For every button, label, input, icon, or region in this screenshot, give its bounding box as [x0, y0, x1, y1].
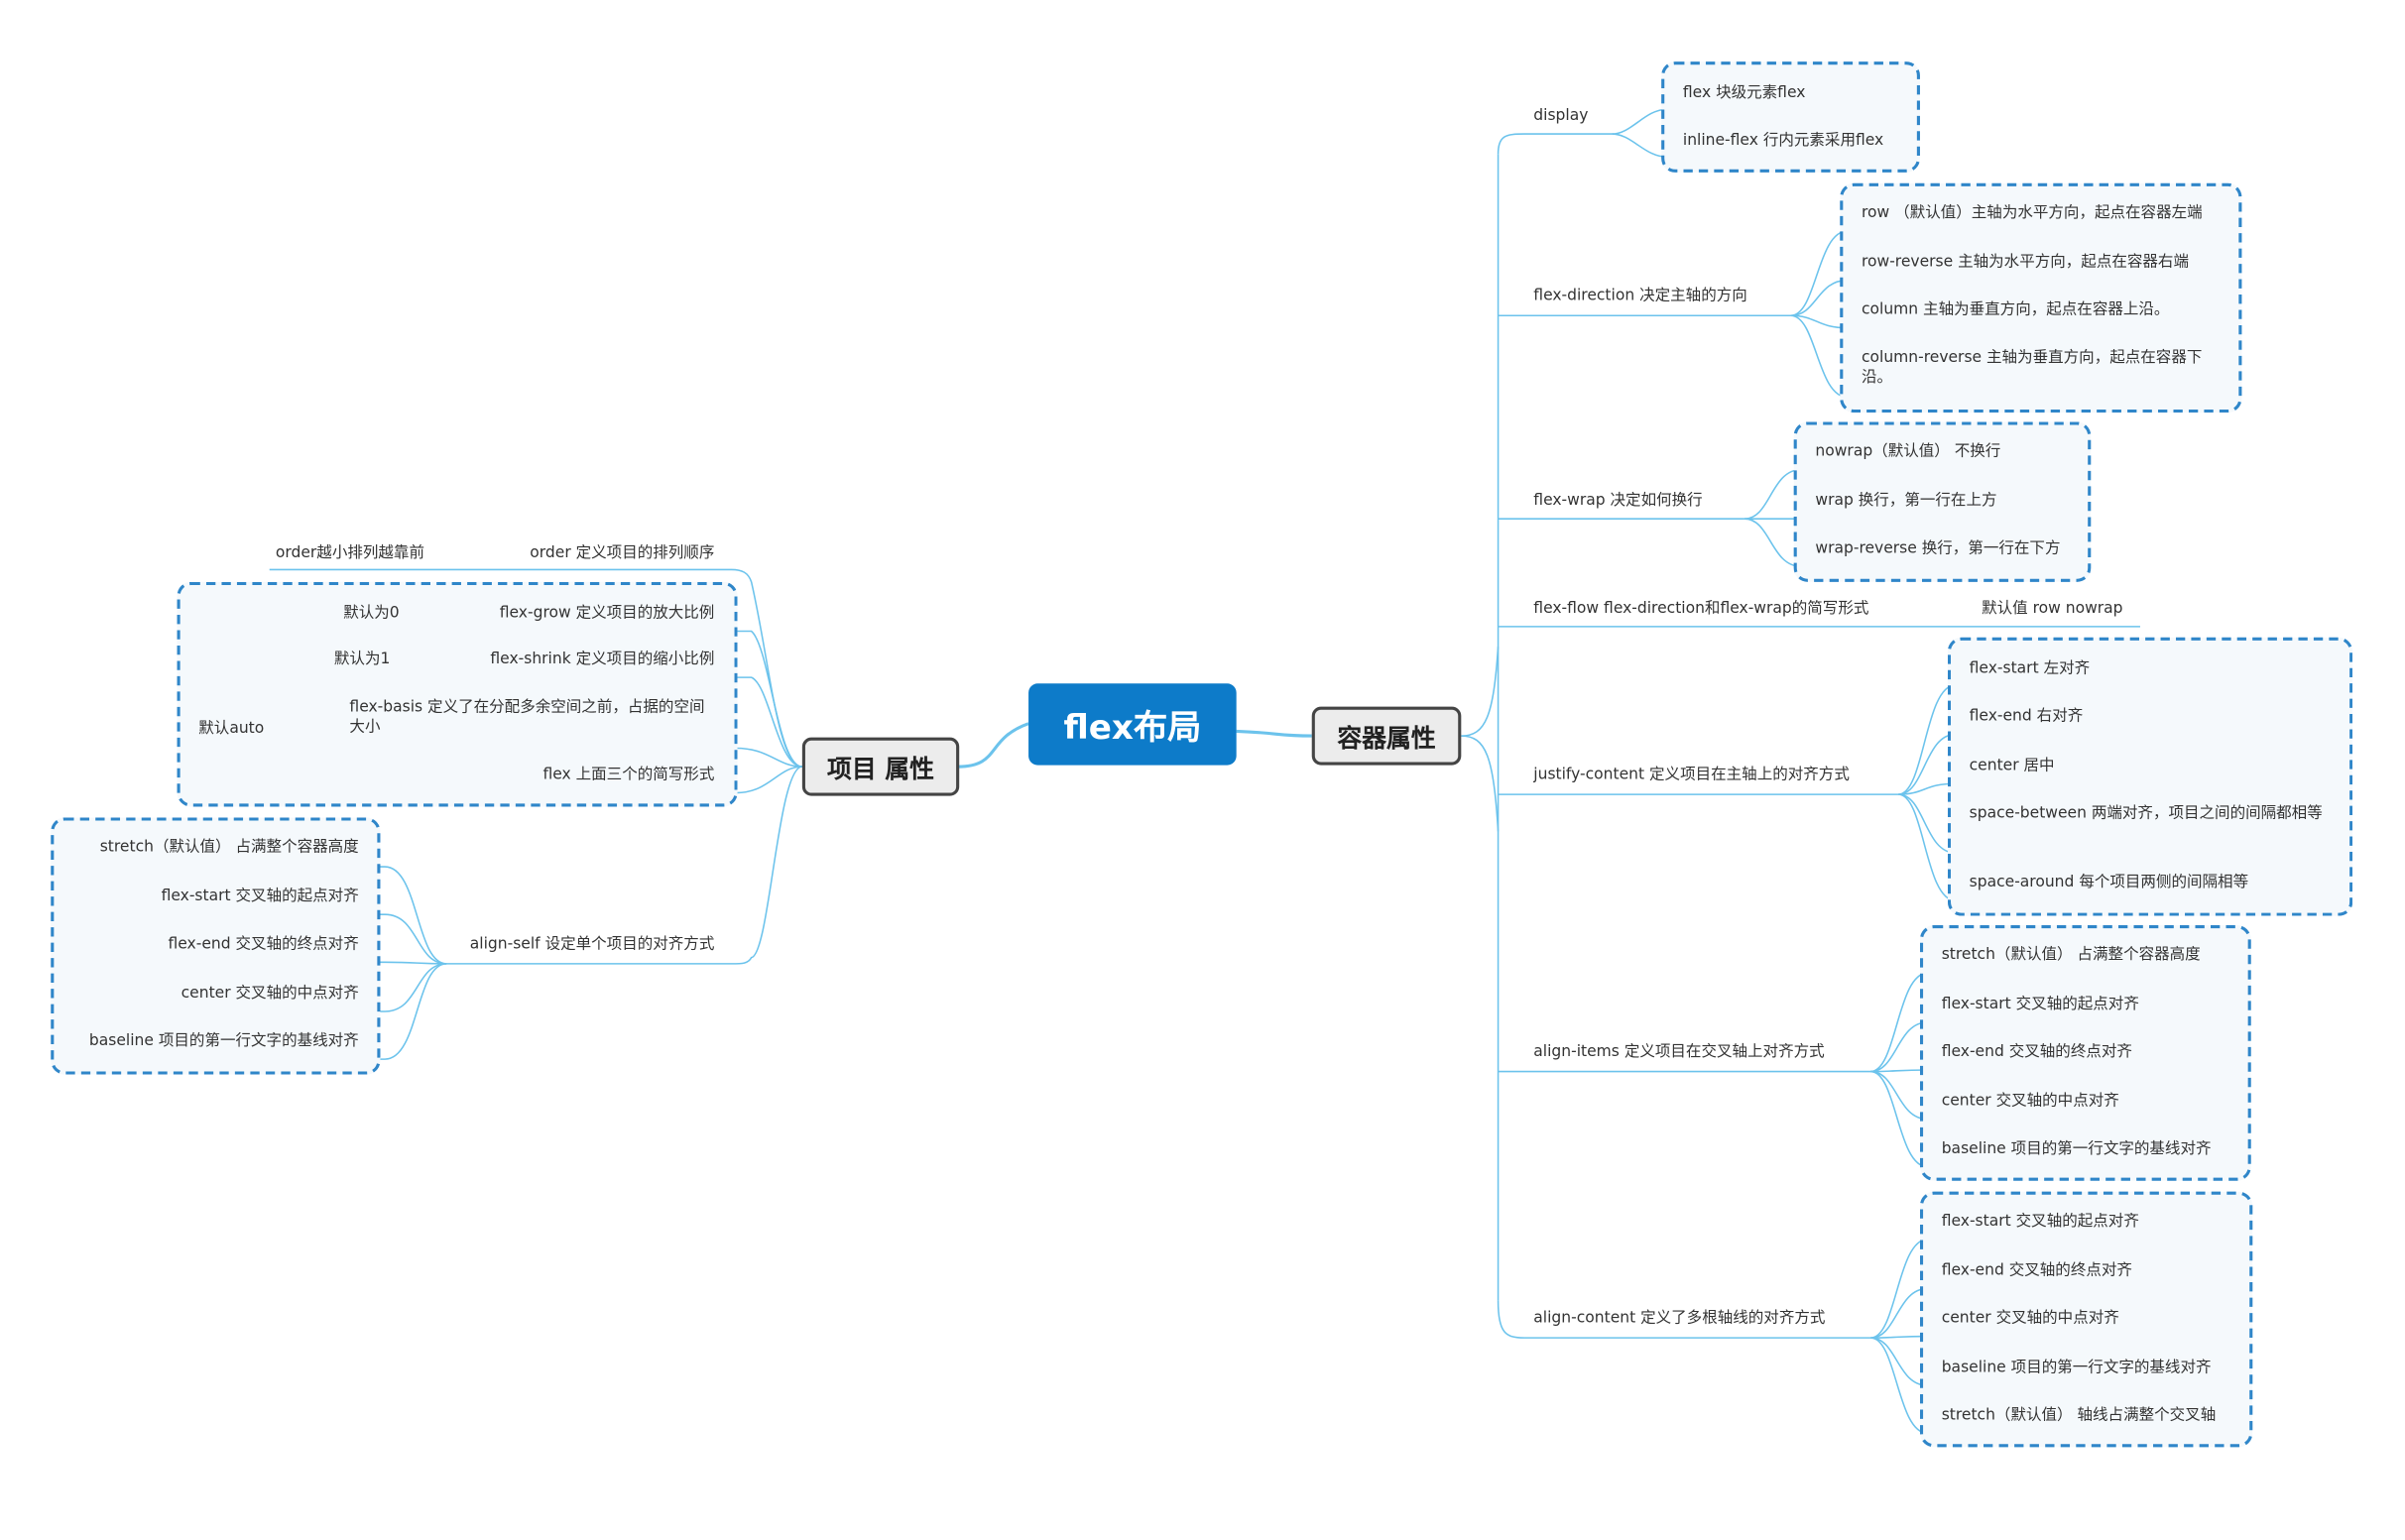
items-flex-end[interactable]: flex-end 交叉轴的终点对齐	[1941, 1043, 2132, 1061]
order-note[interactable]: order越小排列越靠前	[275, 544, 424, 562]
flex-shorthand-label[interactable]: flex 上面三个的简写形式	[542, 767, 715, 784]
flex-wrap-label[interactable]: flex-wrap 决定如何换行	[1533, 492, 1703, 510]
align-self-label[interactable]: align-self 设定单个项目的对齐方式	[469, 935, 715, 953]
flex-shrink-label[interactable]: flex-shrink 定义项目的缩小比例	[490, 651, 715, 668]
root-node[interactable]: flex布局	[1028, 683, 1237, 766]
wrap-nowrap[interactable]: nowrap（默认值） 不换行	[1815, 443, 2001, 461]
order-label[interactable]: order 定义项目的排列顺序	[530, 544, 715, 562]
display-label[interactable]: display	[1533, 107, 1589, 125]
flex-shrink-note[interactable]: 默认为1	[333, 651, 391, 668]
justify-content-label[interactable]: justify-content 定义项目在主轴上的对齐方式	[1533, 767, 1850, 784]
container-properties-node[interactable]: 容器属性	[1311, 706, 1462, 766]
display-group	[1661, 61, 1920, 173]
justify-space-between[interactable]: space-between 两端对齐，项目之间的间隔都相等	[1969, 804, 2323, 823]
justify-flex-end[interactable]: flex-end 右对齐	[1969, 708, 2084, 726]
flex-basis-label[interactable]: flex-basis 定义了在分配多余空间之前，占据的空间大小	[349, 698, 705, 737]
display-inline-flex[interactable]: inline-flex 行内元素采用flex	[1682, 132, 1884, 150]
align-self-group	[51, 817, 381, 1075]
flex-props-group	[177, 581, 738, 807]
flex-flow-default[interactable]: 默认值 row nowrap	[1982, 600, 2123, 618]
flex-direction-label[interactable]: flex-direction 决定主轴的方向	[1533, 288, 1747, 305]
justify-center[interactable]: center 居中	[1969, 757, 2055, 774]
flex-wrap-group	[1793, 421, 2092, 582]
content-stretch[interactable]: stretch（默认值） 轴线占满整个交叉轴	[1941, 1406, 2217, 1425]
display-flex[interactable]: flex 块级元素flex	[1682, 84, 1806, 102]
content-flex-end[interactable]: flex-end 交叉轴的终点对齐	[1941, 1262, 2132, 1280]
default-auto-note[interactable]: 默认auto	[198, 720, 265, 738]
direction-row-reverse[interactable]: row-reverse 主轴为水平方向，起点在容器右端	[1861, 254, 2189, 272]
items-baseline[interactable]: baseline 项目的第一行文字的基线对齐	[1941, 1140, 2212, 1158]
items-center[interactable]: center 交叉轴的中点对齐	[1941, 1093, 2119, 1111]
container-title: 容器属性	[1337, 723, 1436, 754]
wrap-wrap-reverse[interactable]: wrap-reverse 换行，第一行在下方	[1815, 539, 2061, 558]
align-items-group	[1919, 925, 2251, 1181]
direction-column-reverse[interactable]: column-reverse 主轴为垂直方向，起点在容器下沿。	[1861, 349, 2203, 387]
content-baseline[interactable]: baseline 项目的第一行文字的基线对齐	[1941, 1359, 2212, 1376]
content-center[interactable]: center 交叉轴的中点对齐	[1941, 1310, 2119, 1328]
item-title: 项目 属性	[827, 754, 935, 784]
justify-content-group	[1947, 637, 2353, 916]
direction-row[interactable]: row （默认值）主轴为水平方向，起点在容器左端	[1861, 204, 2203, 222]
flex-flow-label[interactable]: flex-flow flex-direction和flex-wrap的简写形式	[1533, 600, 1869, 618]
content-flex-start[interactable]: flex-start 交叉轴的起点对齐	[1941, 1213, 2139, 1231]
flex-grow-note[interactable]: 默认为0	[343, 605, 400, 623]
justify-flex-start[interactable]: flex-start 左对齐	[1969, 660, 2091, 678]
items-stretch[interactable]: stretch（默认值） 占满整个容器高度	[1941, 946, 2201, 964]
justify-space-around[interactable]: space-around 每个项目两侧的间隔相等	[1969, 874, 2249, 891]
self-stretch[interactable]: stretch（默认值） 占满整个容器高度	[99, 839, 359, 857]
wrap-wrap[interactable]: wrap 换行，第一行在上方	[1815, 492, 1997, 510]
align-content-label[interactable]: align-content 定义了多根轴线的对齐方式	[1533, 1310, 1826, 1328]
align-items-label[interactable]: align-items 定义项目在交叉轴上对齐方式	[1533, 1043, 1825, 1061]
flex-direction-group	[1840, 182, 2242, 414]
self-baseline[interactable]: baseline 项目的第一行文字的基线对齐	[88, 1032, 359, 1050]
items-flex-start[interactable]: flex-start 交叉轴的起点对齐	[1941, 996, 2139, 1013]
root-label: flex布局	[1063, 708, 1202, 748]
align-content-group	[1919, 1191, 2253, 1448]
flex-grow-label[interactable]: flex-grow 定义项目的放大比例	[499, 605, 715, 623]
self-flex-end[interactable]: flex-end 交叉轴的终点对齐	[168, 935, 359, 953]
self-center[interactable]: center 交叉轴的中点对齐	[180, 985, 359, 1003]
self-flex-start[interactable]: flex-start 交叉轴的起点对齐	[161, 888, 359, 905]
direction-column[interactable]: column 主轴为垂直方向，起点在容器上沿。	[1861, 301, 2170, 319]
item-properties-node[interactable]: 项目 属性	[801, 737, 960, 796]
